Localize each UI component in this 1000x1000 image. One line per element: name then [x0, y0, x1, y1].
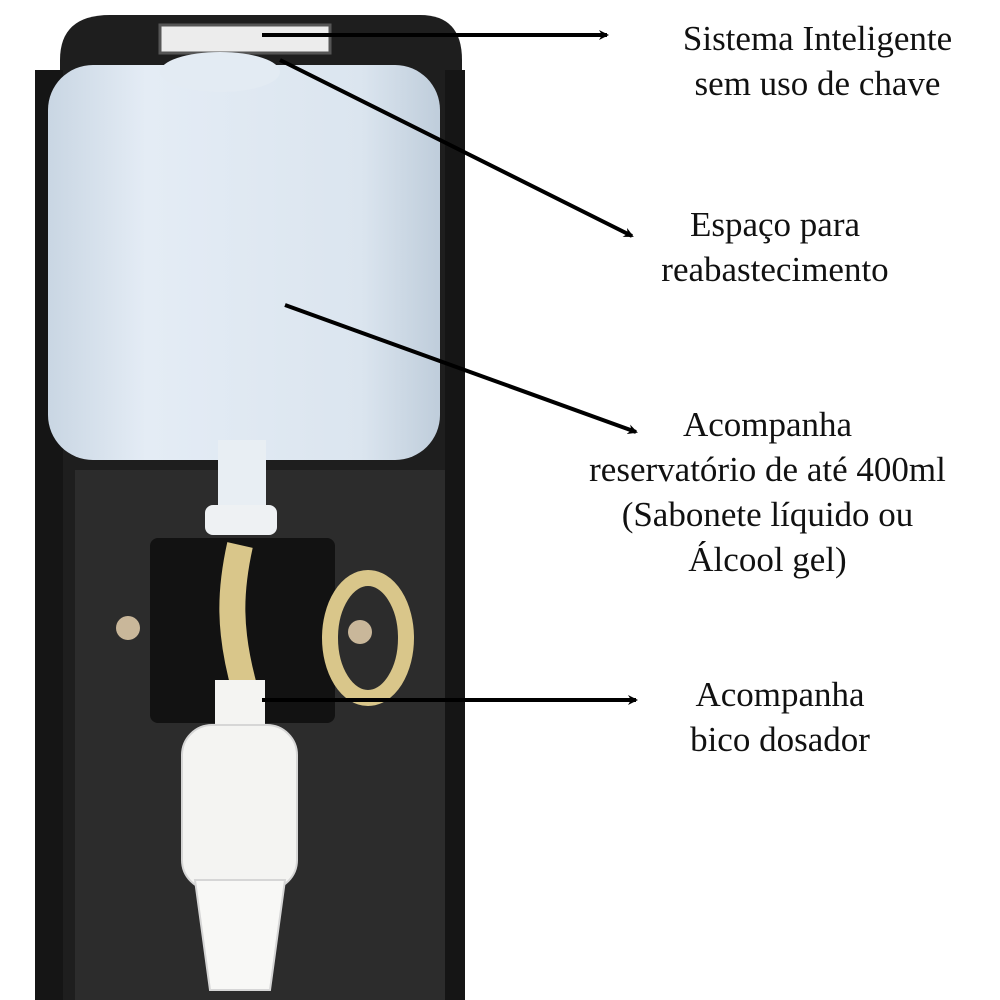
reservoir-bottle — [48, 65, 440, 460]
reservoir-neck — [218, 440, 266, 510]
label-line: Acompanha — [695, 675, 865, 714]
label-line: Álcool gel) — [688, 540, 847, 579]
label-line: sem uso de chave — [694, 64, 941, 103]
label-line: reservatório de até 400ml — [589, 450, 946, 489]
label-line: Acompanha — [682, 405, 853, 444]
label-key-system: Sistema Inteligente sem uso de chave — [640, 16, 995, 106]
label-line: reabastecimento — [661, 250, 889, 289]
label-line: (Sabonete líquido ou — [621, 495, 914, 534]
label-reservoir: Acompanha reservatório de até 400ml (Sab… — [540, 402, 995, 582]
key-slot — [158, 23, 332, 55]
label-line: Espaço para — [689, 205, 861, 244]
arrow-reservoir — [284, 303, 638, 434]
label-refill-space: Espaço para reabastecimento — [615, 202, 935, 292]
dispensing-tube — [219, 542, 258, 694]
label-line: Sistema Inteligente — [682, 19, 953, 58]
arrow-refill-space — [279, 58, 634, 238]
label-line: bico dosador — [690, 720, 870, 759]
label-nozzle: Acompanha bico dosador — [640, 672, 920, 762]
